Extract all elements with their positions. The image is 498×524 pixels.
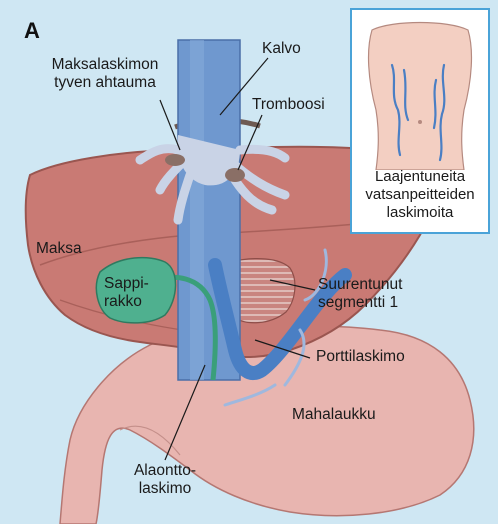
label-line: Maksalaskimon [40,56,170,74]
inset-line: vatsanpeitteiden [352,186,488,204]
vena-cava-highlight [190,40,204,380]
label-diaphragm: Kalvo [262,40,301,58]
label-line: segmentti 1 [318,294,402,312]
thrombus-right [225,168,245,182]
inset-line: laskimoita [352,204,488,222]
label-line: Suurentunut [318,276,402,294]
label-line: Sappi- [104,275,149,293]
label-enlarged-segment: Suurentunut segmentti 1 [318,276,402,312]
torso [369,23,472,171]
torso-illustration [352,10,488,170]
label-line: tyven ahtauma [40,74,170,92]
navel [418,120,422,124]
inset-line: Laajentuneita [352,168,488,186]
label-thrombosis: Tromboosi [252,96,325,114]
label-line: rakko [104,293,149,311]
label-portal-vein: Porttilaskimo [316,348,405,366]
label-liver: Maksa [36,240,82,258]
panel-letter: A [24,18,40,44]
inset-panel: Laajentuneita vatsanpeitteiden laskimoit… [350,8,490,234]
label-gallbladder: Sappi- rakko [104,275,149,311]
label-inferior-vena-cava: Alaontto- laskimo [110,462,220,498]
inset-caption: Laajentuneita vatsanpeitteiden laskimoit… [352,168,488,222]
label-hepatic-vein-stenosis: Maksalaskimon tyven ahtauma [40,56,170,92]
label-line: laskimo [110,480,220,498]
label-stomach: Mahalaukku [292,406,376,424]
thrombus-left [165,154,185,166]
label-line: Alaontto- [110,462,220,480]
